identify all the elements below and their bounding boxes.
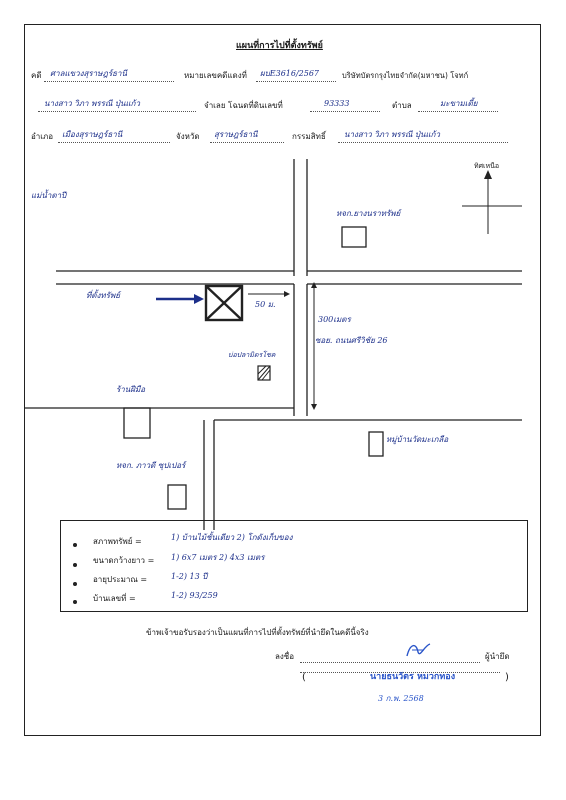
province-label: จังหวัด xyxy=(176,132,200,141)
case-number-label: หมายเลขคดีแดงที่ xyxy=(184,71,247,80)
signature-label: ลงชื่อ xyxy=(275,652,295,661)
landmark-bottom-label: หจก. ภาวดี ซุปเปอร์ xyxy=(116,461,186,470)
details-row-value: 1-2) 93/259 xyxy=(171,591,218,600)
property-details-box: สภาพทรัพย์ = 1) บ้านไม้ชั้นเดียว 2) โกดั… xyxy=(60,520,528,612)
owner-label: กรรมสิทธิ์ xyxy=(292,132,326,141)
landmark-box-right xyxy=(368,431,384,457)
landmark-box-bottom xyxy=(167,484,187,510)
landmark-box-left xyxy=(123,407,151,439)
signature-icon xyxy=(406,643,431,657)
subdistrict-value: มะขามเตี้ย xyxy=(440,99,478,108)
case-number-value: ผบE3616/2567 xyxy=(260,69,320,78)
subdistrict-label: ตำบล xyxy=(392,101,412,110)
details-row-label: ขนาดกว้างยาว = xyxy=(93,556,155,565)
district-label: อำเภอ xyxy=(31,132,54,141)
defendant-label: จำเลย โฉนดที่ดินเลขที่ xyxy=(204,101,283,110)
property-label: ที่ตั้งทรัพย์ xyxy=(86,291,120,300)
river-label: แม่น้ำตาปี xyxy=(31,191,67,200)
soi-label: ซอย. ถนนศรีวิชัย 26 xyxy=(315,336,388,345)
certification-statement: ข้าพเจ้าขอรับรองว่าเป็นแผนที่การไปที่ตั้… xyxy=(146,628,369,637)
document-frame xyxy=(24,24,541,736)
sign-date: 3 ก.พ. 2568 xyxy=(378,694,424,703)
signature-suffix: ผู้นำยึด xyxy=(485,652,510,661)
plaintiff-label: บริษัทบัตรกรุงไทยจำกัด(มหาชน) โจทก์ xyxy=(342,71,469,80)
property-marker xyxy=(204,284,244,322)
landmark-box-top xyxy=(341,226,367,248)
location-map xyxy=(24,159,522,530)
details-row-label: บ้านเลขที่ = xyxy=(93,594,136,603)
north-label: ทิศเหนือ xyxy=(474,162,500,170)
landmark-right-label: หมู่บ้านวัดมะเกลือ xyxy=(386,435,449,444)
details-row-value: 1) บ้านไม้ชั้นเดียว 2) โกดังเก็บของ xyxy=(171,533,293,542)
case-label: คดี xyxy=(31,71,42,80)
district-value: เมืองสุราษฎร์ธานี xyxy=(62,130,123,139)
defendant-value: นางสาว วิภา พรรณี ปุ่นแก้ว xyxy=(44,99,140,108)
north-compass-icon xyxy=(462,170,522,234)
details-row-label: อายุประมาณ = xyxy=(93,575,148,584)
province-value: สุราษฎร์ธานี xyxy=(214,130,258,139)
owner-value: นางสาว วิภา พรรณี ปุ่นแก้ว xyxy=(344,130,440,139)
details-row-value: 1) 6x7 เมตร 2) 4x3 เมตร xyxy=(171,553,265,562)
case-value: ศาลแขวงสุราษฎร์ธานี xyxy=(50,69,127,78)
landmark-mid-label: บ่อปลามิตรโชค xyxy=(228,351,276,359)
page-title: แผนที่การไปที่ตั้งทรัพย์ xyxy=(236,41,323,51)
distance-50-label: 50 ม. xyxy=(255,300,276,309)
details-row-value: 1-2) 13 ปี xyxy=(171,572,208,581)
landmark-left-label: ร้านฝีมือ xyxy=(116,385,146,394)
distance-300-label: 300เมตร xyxy=(318,315,351,324)
details-row-label: สภาพทรัพย์ = xyxy=(93,537,142,546)
signer-name-stamp: นายธนวัตร หมวกทอง xyxy=(370,672,456,682)
deed-number: 93333 xyxy=(324,99,350,108)
landmark-top-label: หจก.ยางนราทรัพย์ xyxy=(336,209,401,218)
